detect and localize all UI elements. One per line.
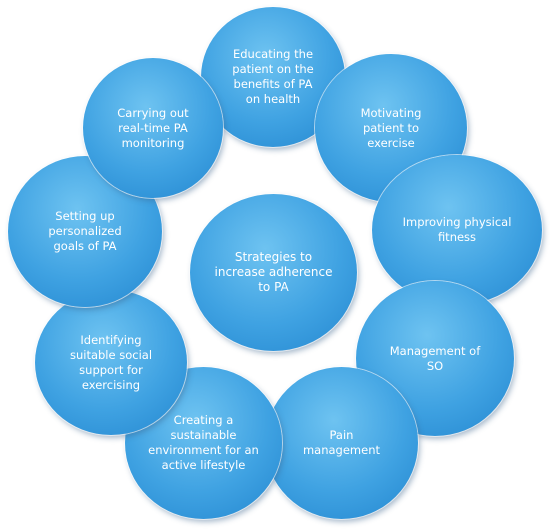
- strategy-label: Improving physical fitness: [402, 215, 512, 244]
- strategy-label: Management of SO: [389, 343, 481, 373]
- strategy-node-improving-fitness: Improving physical fitness: [372, 155, 542, 305]
- strategy-node-social-support: Identifying suitable social support for …: [35, 290, 187, 435]
- strategy-label: Setting up personalized goals of PA: [48, 209, 122, 253]
- strategy-node-realtime-monitoring: Carrying out real-time PA monitoring: [83, 58, 223, 198]
- strategy-label: Carrying out real-time PA monitoring: [117, 105, 189, 150]
- strategy-node-educating-patient: Educating the patient on the benefits of…: [201, 7, 345, 147]
- strategy-label: Motivating patient to exercise: [360, 105, 422, 150]
- strategy-label: Creating a sustainable environment for a…: [148, 413, 259, 472]
- strategy-label: Identifying suitable social support for …: [69, 332, 153, 392]
- center-node: Strategies to increase adherence to PA: [190, 194, 357, 351]
- strategy-label: Educating the patient on the benefits of…: [232, 47, 314, 106]
- center-label: Strategies to increase adherence to PA: [214, 250, 333, 294]
- strategy-label: Pain management: [302, 428, 381, 457]
- strategy-node-pain-management: Pain management: [265, 367, 418, 519]
